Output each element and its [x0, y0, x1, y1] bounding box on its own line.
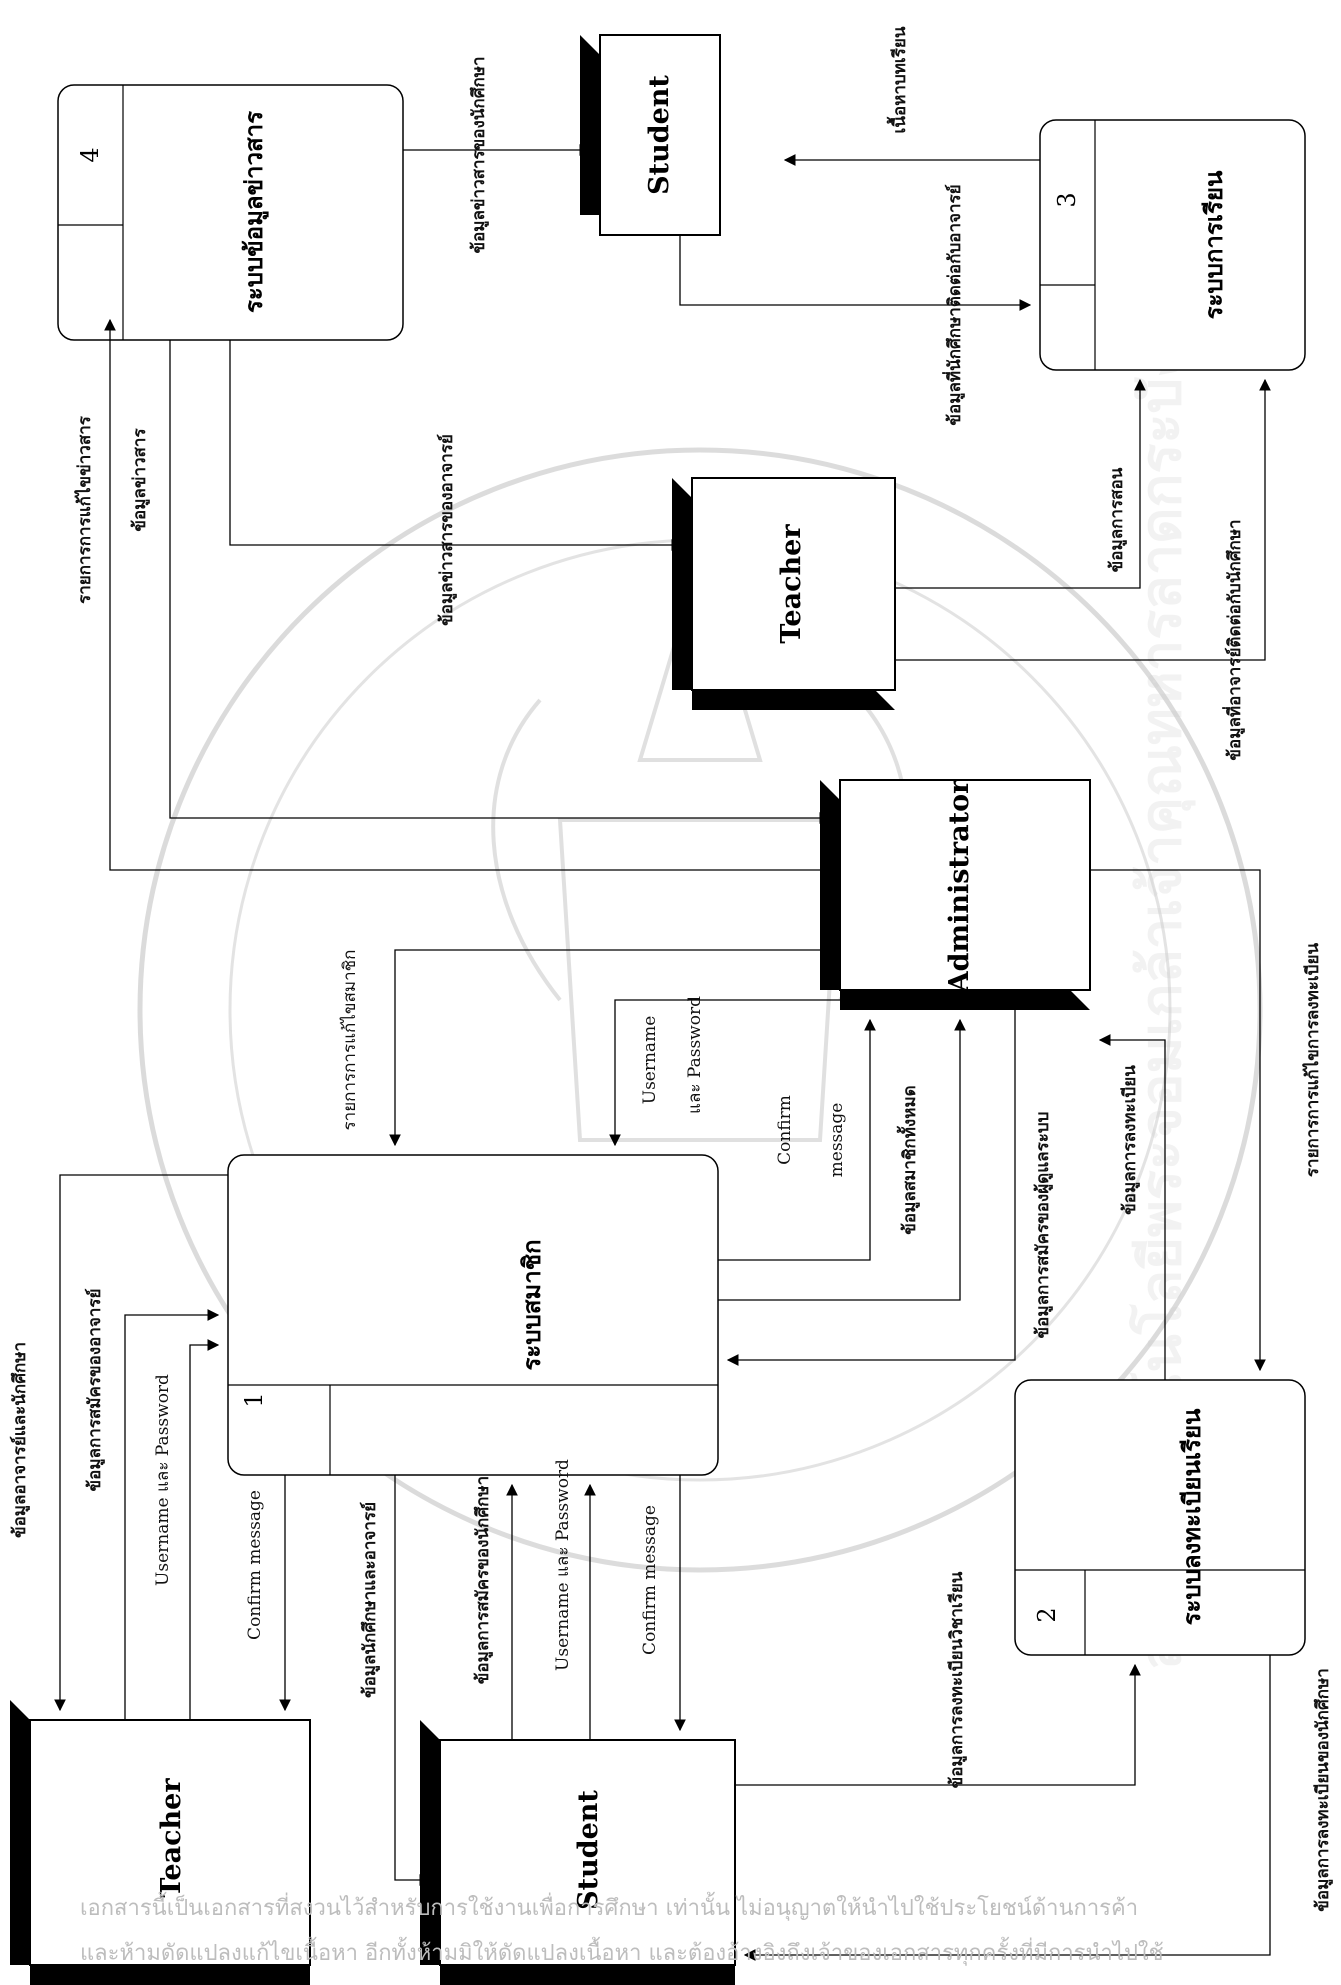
entity-student-top: Student	[580, 34, 721, 236]
flow-label: Confirm	[775, 1095, 795, 1165]
flow-label: รายการการแก้ไขข่าวสาร	[74, 415, 95, 604]
entity-administrator: Administrator	[820, 779, 1091, 1010]
flow-label: ข้อมูลนักศึกษาและอาจารย์	[359, 1502, 381, 1698]
flow-label: ข้อมูลข่าวสารของนักศึกษา	[469, 56, 490, 253]
entity-teacher-top: Teacher	[672, 477, 896, 710]
flow-label: Username และ Password	[553, 1459, 573, 1671]
flow-label: ข้อมูลที่อาจารย์ติดต่อกับนักศึกษา	[1222, 519, 1246, 760]
flow-label: ข้อมูลอาจารย์และนักศึกษา	[9, 1342, 31, 1538]
process-1-membership: 1 ระบบสมาชิก	[227, 1154, 719, 1476]
flow-label: ข้อมูลการสมัครของนักศึกษา	[473, 1476, 494, 1684]
flow-label: ข้อมูลการสมัครของอาจารย์	[84, 1289, 106, 1492]
entity-teacher-bottom: Teacher	[10, 1700, 311, 1985]
flow-label: ข้อมูลสมาชิกทั้งหมด	[896, 1085, 921, 1234]
flow-label: รายการการแก้ไขการลงทะเบียน	[1302, 943, 1323, 1178]
process-number: 3	[1053, 192, 1081, 207]
entity-label: Administrator	[944, 779, 975, 993]
flow-labels: ข้อมูลข่าวสารของนักศึกษา เนื้อหาบทเรียน …	[9, 26, 1334, 1912]
entity-label: Student	[573, 1790, 604, 1910]
flow-label: รายการการแก้ไขสมาชิก	[339, 950, 360, 1131]
flow-label: Confirm message	[640, 1505, 660, 1655]
process-name: ระบบข้อมูลข่าวสาร	[239, 111, 269, 313]
process-4-news: 4 ระบบข้อมูลข่าวสาร	[57, 84, 404, 341]
entity-label: Teacher	[156, 1778, 187, 1898]
process-number: 2	[1033, 1607, 1061, 1622]
entity-label: Student	[644, 75, 675, 195]
flow-label: ข้อมูลการลงทะเบียนของนักศึกษา	[1312, 1668, 1334, 1912]
flow-label: Confirm message	[245, 1490, 265, 1640]
flow-label: เนื้อหาบทเรียน	[886, 26, 910, 133]
flow-label: ข้อมูลการลงทะเบียน	[1119, 1065, 1141, 1215]
process-number: 1	[240, 1392, 268, 1407]
flow-label: Username และ Password	[153, 1374, 173, 1586]
flow-label: Username	[640, 1016, 660, 1105]
flow-label: message	[827, 1103, 847, 1178]
flow-lines	[54, 144, 1271, 1961]
process-3-learning: 3 ระบบการเรียน	[1039, 119, 1306, 371]
flow-label: ข้อมูลการสมัครของผู้ดูแลระบบ	[1033, 1112, 1054, 1339]
process-2-enrollment: 2 ระบบลงทะเบียนเรียน	[1014, 1379, 1306, 1656]
watermark-footer-line-2: และห้ามดัดแปลงแก้ไขเนื้อหา อีกทั้งห้ามมิ…	[80, 1941, 1164, 1966]
flow-label: ข้อมูลการลงทะเบียนวิชาเรียน	[946, 1571, 968, 1788]
entity-label: Teacher	[776, 524, 807, 644]
flow-label: ข้อมูลที่นักศึกษาติดต่อกับอาจารย์	[942, 184, 966, 425]
process-number: 4	[76, 147, 104, 162]
process-name: ระบบการเรียน	[1199, 170, 1228, 319]
flow-label: ข้อมูลข่าวสารของอาจารย์	[436, 434, 458, 626]
flow-label: ข้อมูลการสอน	[1107, 467, 1128, 572]
process-name: ระบบลงทะเบียนเรียน	[1177, 1408, 1206, 1625]
watermark-footer-line-1: เอกสารนี้เป็นเอกสารที่สงวนไว้สำหรับการใช…	[80, 1896, 1139, 1921]
process-name: ระบบสมาชิก	[517, 1239, 546, 1370]
flow-label: และ Password	[685, 996, 705, 1114]
entity-student-bottom: Student	[420, 1720, 736, 1985]
flow-label: ข้อมูลข่าวสาร	[130, 428, 151, 532]
